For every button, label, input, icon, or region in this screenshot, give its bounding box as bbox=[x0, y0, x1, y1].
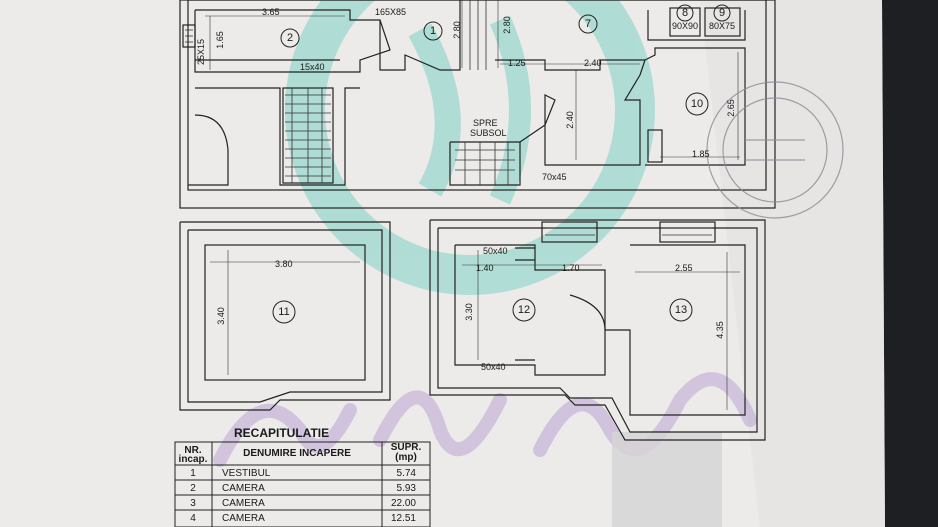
room-11-walls bbox=[179, 221, 391, 411]
room-marker-2: 2 bbox=[280, 28, 300, 48]
room-number-12: 12 bbox=[518, 304, 530, 316]
room-number-11: 11 bbox=[278, 306, 289, 318]
header-area-2: (mp) bbox=[395, 452, 417, 463]
row-4-area: 12.51 bbox=[391, 513, 416, 524]
row-3-nr: 3 bbox=[190, 498, 196, 509]
row-4-name: CAMERA bbox=[222, 513, 265, 524]
dim-80x75: 80X75 bbox=[709, 21, 735, 31]
room-marker-10: 10 bbox=[685, 92, 709, 116]
dimension-lines-upper bbox=[205, 0, 740, 160]
room-number-1: 1 bbox=[430, 25, 436, 37]
header-nr-1: NR. bbox=[184, 445, 201, 456]
room-number-2: 2 bbox=[287, 32, 293, 44]
dim-15x40: 15x40 bbox=[300, 62, 325, 72]
stairs-label-1: SPRE bbox=[473, 118, 498, 128]
dim-185: 1.85 bbox=[692, 149, 710, 159]
room-marker-12: 12 bbox=[512, 298, 536, 322]
recap-title: RECAPITULATIE bbox=[234, 426, 329, 440]
dim-255: 2.55 bbox=[675, 263, 693, 273]
dim-125: 1.25 bbox=[508, 58, 526, 68]
window-hatch bbox=[545, 227, 712, 236]
dim-50x40a: 50x40 bbox=[483, 246, 508, 256]
room-12-walls bbox=[429, 219, 766, 441]
dim-340: 3.40 bbox=[216, 307, 226, 325]
room-number-13: 13 bbox=[675, 304, 687, 316]
recap-table: RECAPITULATIE NR. incap. DENUMIRE INCAPE… bbox=[174, 426, 431, 527]
dim-280a: 2.80 bbox=[452, 21, 462, 39]
header-name: DENUMIRE INCAPERE bbox=[243, 448, 351, 459]
row-3-area: 22.00 bbox=[391, 498, 416, 509]
stairs-upper bbox=[185, 0, 515, 185]
dim-140: 1.40 bbox=[476, 263, 494, 273]
room-markers: 1 2 7 8 9 10 11 12 13 bbox=[272, 4, 731, 324]
room-marker-9: 9 bbox=[713, 4, 731, 22]
dim-170: 1.70 bbox=[562, 263, 580, 273]
dim-50x40b: 50x40 bbox=[481, 362, 506, 372]
row-4-nr: 4 bbox=[190, 513, 196, 524]
stamp bbox=[706, 81, 844, 219]
row-2-name: CAMERA bbox=[222, 483, 265, 494]
dim-435: 4.35 bbox=[715, 321, 725, 339]
blurred-area bbox=[612, 432, 722, 527]
dim-365: 3.65 bbox=[262, 7, 280, 17]
header-nr-2: incap. bbox=[179, 454, 208, 465]
row-1-name: VESTIBUL bbox=[222, 468, 271, 479]
upper-walls bbox=[179, 0, 776, 209]
room-marker-11: 11 bbox=[272, 300, 296, 324]
stairs-label-2: SUBSOL bbox=[470, 128, 507, 138]
room-marker-13: 13 bbox=[669, 298, 693, 322]
room-number-9: 9 bbox=[719, 7, 725, 19]
header-area-1: SUPR. bbox=[391, 442, 422, 453]
dimension-lines-12-13 bbox=[462, 250, 740, 410]
dim-165: 1.65 bbox=[215, 31, 225, 49]
room-number-8: 8 bbox=[682, 7, 688, 19]
dim-25x15: 25X15 bbox=[196, 39, 206, 65]
dim-70x45: 70x45 bbox=[542, 172, 567, 182]
room-marker-8: 8 bbox=[676, 4, 694, 22]
room-number-7: 7 bbox=[585, 18, 591, 30]
row-1-area: 5.74 bbox=[397, 468, 417, 479]
dim-330: 3.30 bbox=[464, 303, 474, 321]
row-2-area: 5.93 bbox=[397, 483, 417, 494]
room-marker-1: 1 bbox=[423, 21, 443, 41]
dim-90x90: 90X90 bbox=[672, 21, 698, 31]
dim-240a: 2.40 bbox=[584, 58, 602, 68]
room-number-10: 10 bbox=[691, 98, 703, 110]
dim-265: 2.65 bbox=[726, 99, 736, 117]
dim-380: 3.80 bbox=[275, 259, 293, 269]
row-2-nr: 2 bbox=[190, 483, 196, 494]
room-marker-7: 7 bbox=[578, 14, 598, 34]
row-3-name: CAMERA bbox=[222, 498, 265, 509]
dim-165x85: 165X85 bbox=[375, 7, 406, 17]
row-1-nr: 1 bbox=[190, 468, 196, 479]
dim-240b: 2.40 bbox=[565, 111, 575, 129]
dimension-labels: 3.65 165X85 2.80 2.80 1.65 25X15 15x40 1… bbox=[196, 7, 736, 372]
dimension-lines-11 bbox=[210, 250, 360, 375]
dim-280b: 2.80 bbox=[502, 16, 512, 34]
